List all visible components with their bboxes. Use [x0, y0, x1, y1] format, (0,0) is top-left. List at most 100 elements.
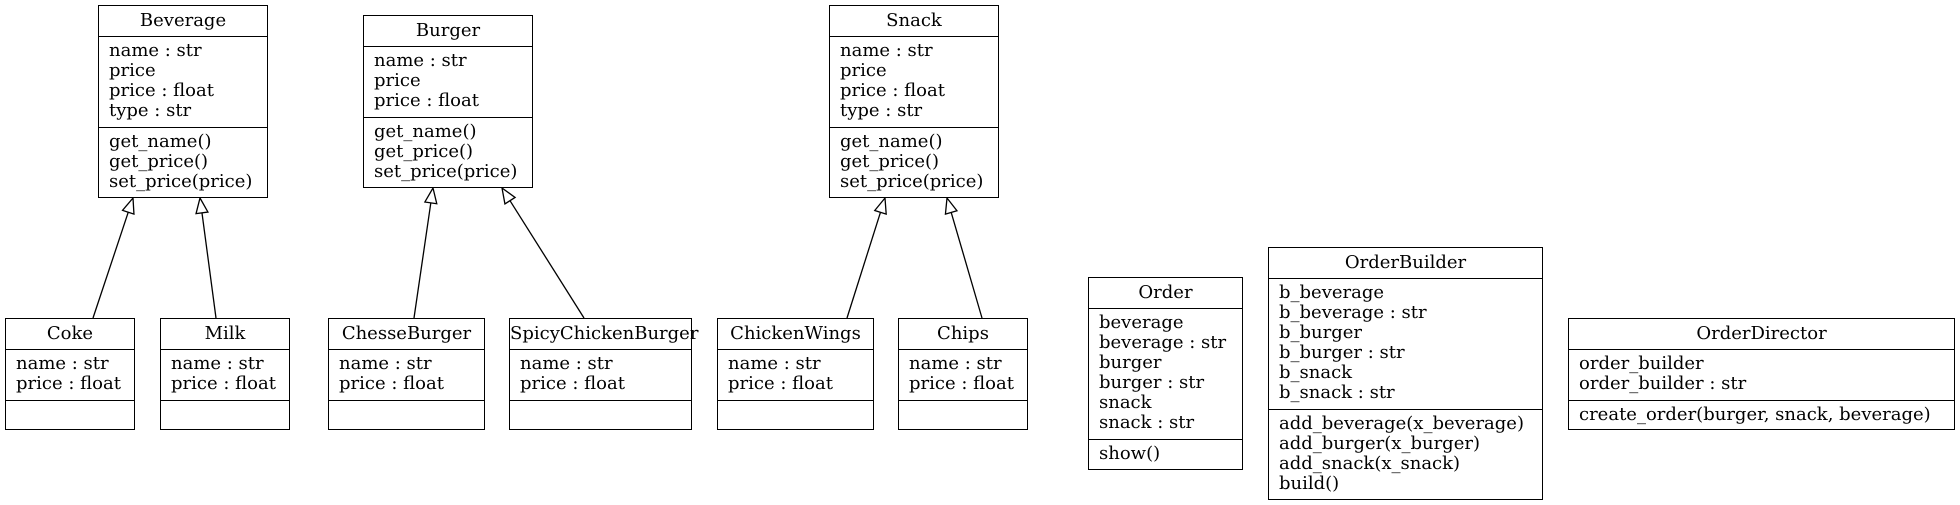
- method-compartment: [6, 401, 134, 429]
- inheritance-arrowhead: [423, 186, 438, 205]
- method: add_beverage(x_beverage): [1279, 413, 1524, 434]
- method-compartment: [510, 401, 691, 429]
- attribute: price: [374, 70, 421, 91]
- method: get_name(): [109, 131, 212, 152]
- method: get_name(): [374, 121, 477, 142]
- class-name: SpicyChickenBurger: [510, 319, 698, 350]
- attribute: type : str: [109, 100, 192, 121]
- inheritance-line: [413, 202, 432, 319]
- attribute: name : str: [109, 40, 202, 61]
- attribute: burger: [1099, 352, 1162, 373]
- method-compartment: show(): [1089, 440, 1242, 468]
- method-compartment: add_beverage(x_beverage)add_burger(x_bur…: [1269, 410, 1542, 498]
- attribute: b_snack: [1279, 362, 1353, 383]
- attribute: beverage: [1099, 312, 1184, 333]
- method-compartment: [899, 401, 1027, 429]
- attribute: order_builder : str: [1579, 373, 1747, 394]
- inheritance-arrowhead: [501, 186, 517, 205]
- attribute: price : float: [109, 80, 214, 101]
- method: get_price(): [840, 151, 940, 172]
- attribute: b_beverage: [1279, 282, 1385, 303]
- method-compartment: create_order(burger, snack, beverage): [1569, 401, 1954, 429]
- class-name: ChickenWings: [718, 319, 873, 350]
- method: add_snack(x_snack): [1279, 453, 1461, 474]
- attribute: name : str: [520, 353, 613, 374]
- method: create_order(burger, snack, beverage): [1579, 404, 1931, 425]
- attribute: price : float: [374, 90, 479, 111]
- attribute: price : float: [909, 373, 1014, 394]
- class-name: Order: [1089, 278, 1242, 309]
- inheritance-arrowhead: [121, 196, 135, 216]
- method: build(): [1279, 473, 1340, 494]
- attribute: price: [109, 60, 156, 81]
- attribute: price : float: [16, 373, 121, 394]
- class-name: Snack: [830, 6, 998, 37]
- attribute: b_snack : str: [1279, 382, 1395, 403]
- class-name: ChesseBurger: [329, 319, 484, 350]
- attribute: name : str: [171, 353, 264, 374]
- class-name: OrderDirector: [1569, 319, 1954, 350]
- attribute: b_burger: [1279, 322, 1363, 343]
- inheritance-line: [92, 212, 129, 319]
- method-compartment: [718, 401, 873, 429]
- attribute: name : str: [339, 353, 432, 374]
- inheritance-line: [509, 200, 585, 319]
- class-name: Chips: [899, 319, 1027, 350]
- attribute: name : str: [840, 40, 933, 61]
- inheritance-line: [846, 212, 882, 319]
- class-name: Beverage: [99, 6, 267, 37]
- attribute: b_beverage : str: [1279, 302, 1427, 323]
- method-compartment: get_name()get_price()set_price(price): [99, 128, 267, 196]
- inheritance-arrowhead: [195, 196, 209, 215]
- method: add_burger(x_burger): [1279, 433, 1480, 454]
- class-name: OrderBuilder: [1269, 248, 1542, 279]
- method: set_price(price): [109, 171, 253, 192]
- method: get_price(): [374, 141, 474, 162]
- attribute: price: [840, 60, 887, 81]
- attribute: name : str: [16, 353, 109, 374]
- attribute: price : float: [171, 373, 276, 394]
- attribute: name : str: [728, 353, 821, 374]
- class-name: Milk: [161, 319, 289, 350]
- method-compartment: [161, 401, 289, 429]
- class-name: Burger: [364, 16, 532, 47]
- attribute: price : float: [339, 373, 444, 394]
- inheritance-arrowhead: [944, 196, 959, 215]
- attribute: snack: [1099, 392, 1152, 413]
- method-compartment: get_name()get_price()set_price(price): [830, 128, 998, 196]
- inheritance-arrowhead: [873, 196, 887, 216]
- attribute: type : str: [840, 100, 923, 121]
- attribute: beverage : str: [1099, 332, 1227, 353]
- method-compartment: get_name()get_price()set_price(price): [364, 118, 532, 186]
- attribute: burger : str: [1099, 372, 1205, 393]
- attribute: name : str: [374, 50, 467, 71]
- attribute: b_burger : str: [1279, 342, 1405, 363]
- method-compartment: [329, 401, 484, 429]
- method: get_price(): [109, 151, 209, 172]
- attribute: price : float: [840, 80, 945, 101]
- class-name: Coke: [6, 319, 134, 350]
- attribute: snack : str: [1099, 412, 1195, 433]
- inheritance-line: [950, 212, 983, 319]
- inheritance-line: [201, 212, 217, 319]
